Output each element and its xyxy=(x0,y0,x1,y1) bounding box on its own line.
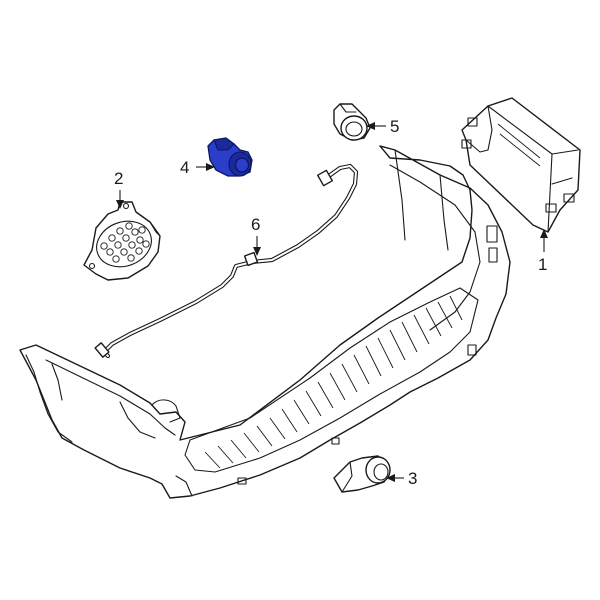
callout-label-4: 4 xyxy=(180,158,189,177)
callout-6: 6 xyxy=(251,215,261,256)
callout-label-1: 1 xyxy=(538,255,547,274)
rear-bumper-cover xyxy=(19,145,511,499)
callout-4: 4 xyxy=(180,158,215,177)
callout-5: 5 xyxy=(366,117,399,136)
callout-label-5: 5 xyxy=(390,117,399,136)
callout-label-3: 3 xyxy=(408,469,417,488)
callout-1: 1 xyxy=(538,229,548,274)
outer-parking-aid-sensor[interactable] xyxy=(333,455,391,493)
callout-label-2: 2 xyxy=(114,169,123,188)
parking-aid-speaker[interactable] xyxy=(83,201,161,281)
parking-aid-sensor-highlighted[interactable] xyxy=(207,137,253,177)
callout-3: 3 xyxy=(386,469,417,488)
parking-aid-wiring-harness[interactable] xyxy=(94,163,359,359)
callout-label-6: 6 xyxy=(251,215,260,234)
parking-aid-sensor-upper[interactable] xyxy=(333,103,371,141)
callout-2: 2 xyxy=(114,169,124,209)
parking-aid-control-module[interactable] xyxy=(461,97,581,233)
